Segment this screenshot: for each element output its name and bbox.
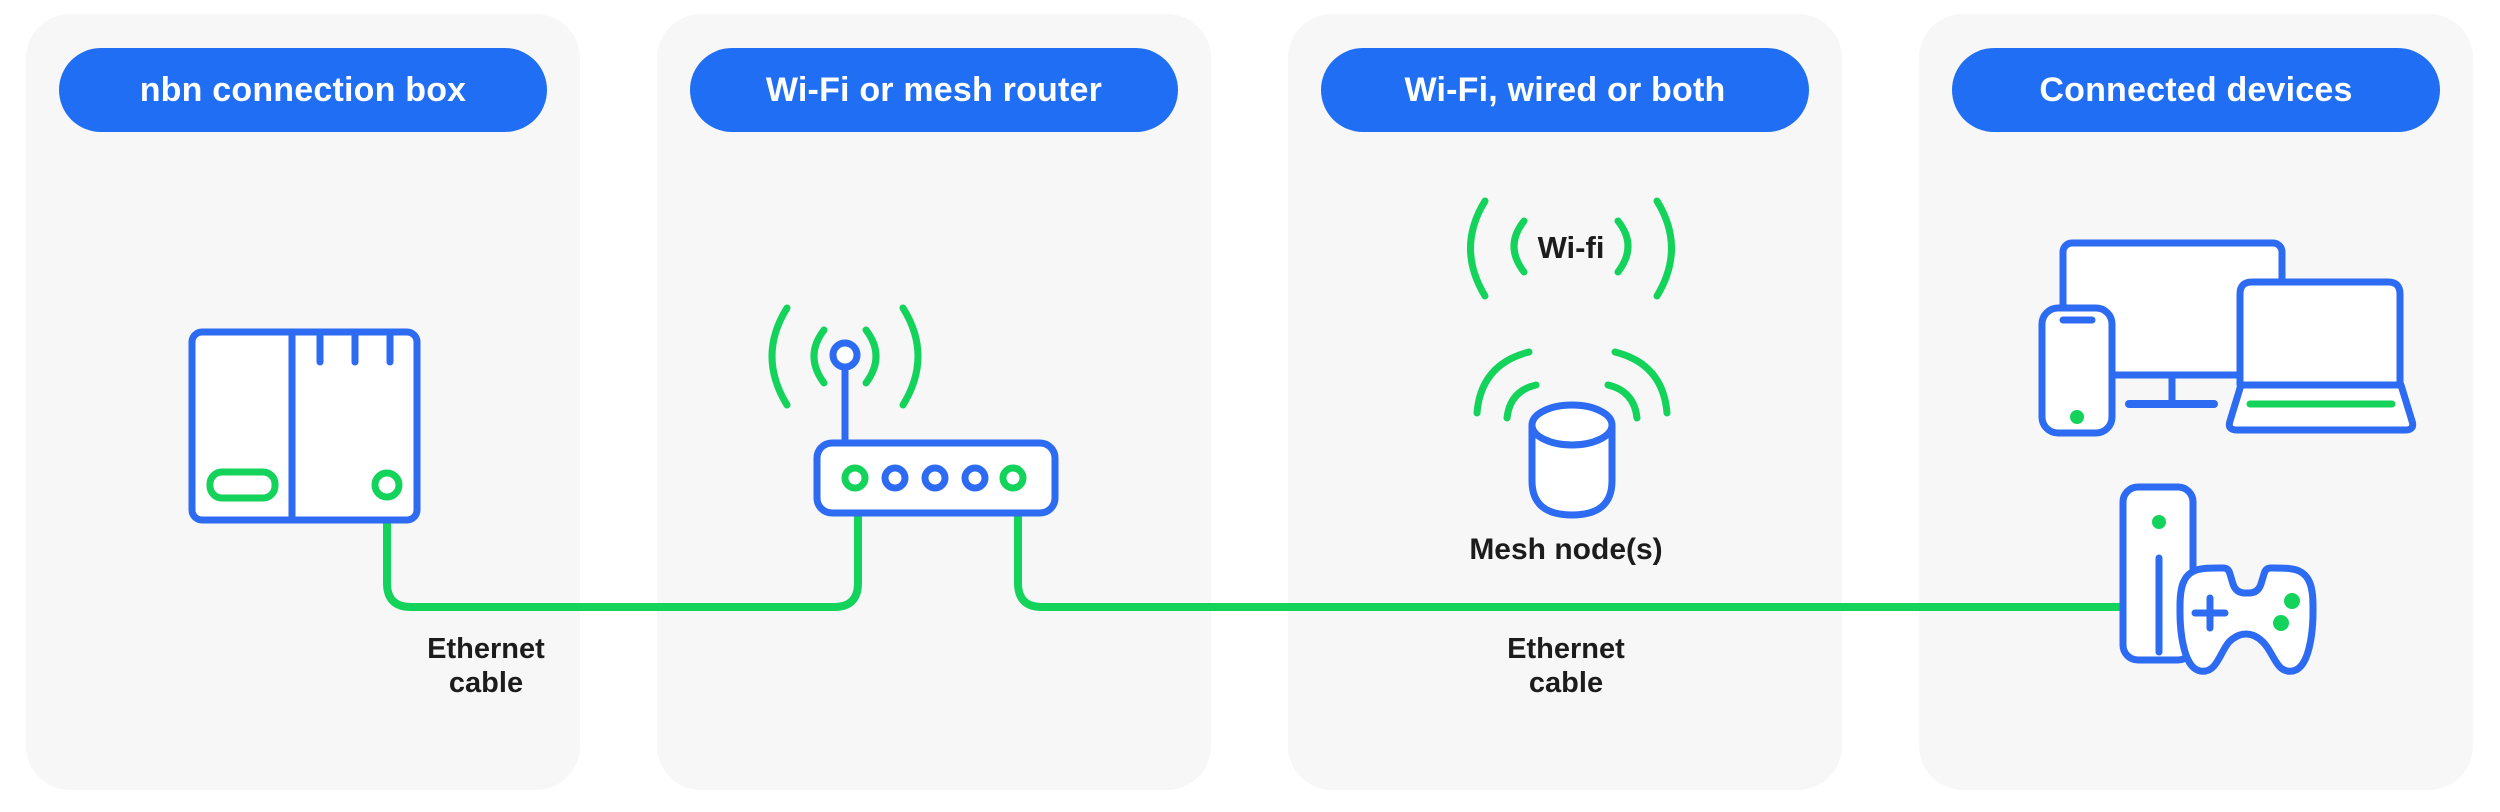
ethernet-cable-line-2: [1014, 508, 2131, 611]
panel-header-label: nbn connection box: [139, 70, 467, 109]
nbn-connection-box-icon: [188, 328, 421, 524]
antenna-waves-icon: [768, 304, 922, 409]
router-icon: [813, 339, 1059, 517]
panel-wifi-or-mesh-router: Wi-Fi or mesh router: [657, 14, 1211, 790]
panel-header-connected-devices: Connected devices: [1952, 48, 2440, 132]
panel-nbn-connection-box: nbn connection box: [26, 14, 580, 790]
panel-header-label: Wi-Fi or mesh router: [765, 70, 1103, 109]
ethernet-cable-label-line2: cable: [448, 667, 524, 699]
mesh-nodes-label: Mesh node(s): [1469, 533, 1663, 566]
panel-header-nbn-connection-box: nbn connection box: [59, 48, 547, 132]
ethernet-cable-line-1: [383, 488, 862, 611]
panel-header-label: Wi-Fi, wired or both: [1404, 70, 1726, 109]
panel-header-label: Connected devices: [2039, 70, 2353, 109]
ethernet-cable-label-line1: Ethernet: [1507, 633, 1625, 665]
panel-header-wifi-wired-or-both: Wi-Fi, wired or both: [1321, 48, 1809, 132]
ethernet-cable-label-line2: cable: [1528, 667, 1604, 699]
ethernet-cable-label-line1: Ethernet: [427, 633, 545, 665]
laptop-icon: [2225, 278, 2417, 434]
game-controller-icon: [2176, 564, 2317, 675]
wifi-label: Wi-fi: [1537, 230, 1605, 265]
mesh-node-icon: [1473, 348, 1671, 519]
wifi-signal-icon: [1467, 197, 1675, 300]
ethernet-cable-label-1: Ethernet cable: [427, 632, 545, 700]
phone-icon: [2038, 304, 2116, 437]
panel-header-wifi-or-mesh-router: Wi-Fi or mesh router: [690, 48, 1178, 132]
ethernet-cable-label-2: Ethernet cable: [1507, 632, 1625, 700]
